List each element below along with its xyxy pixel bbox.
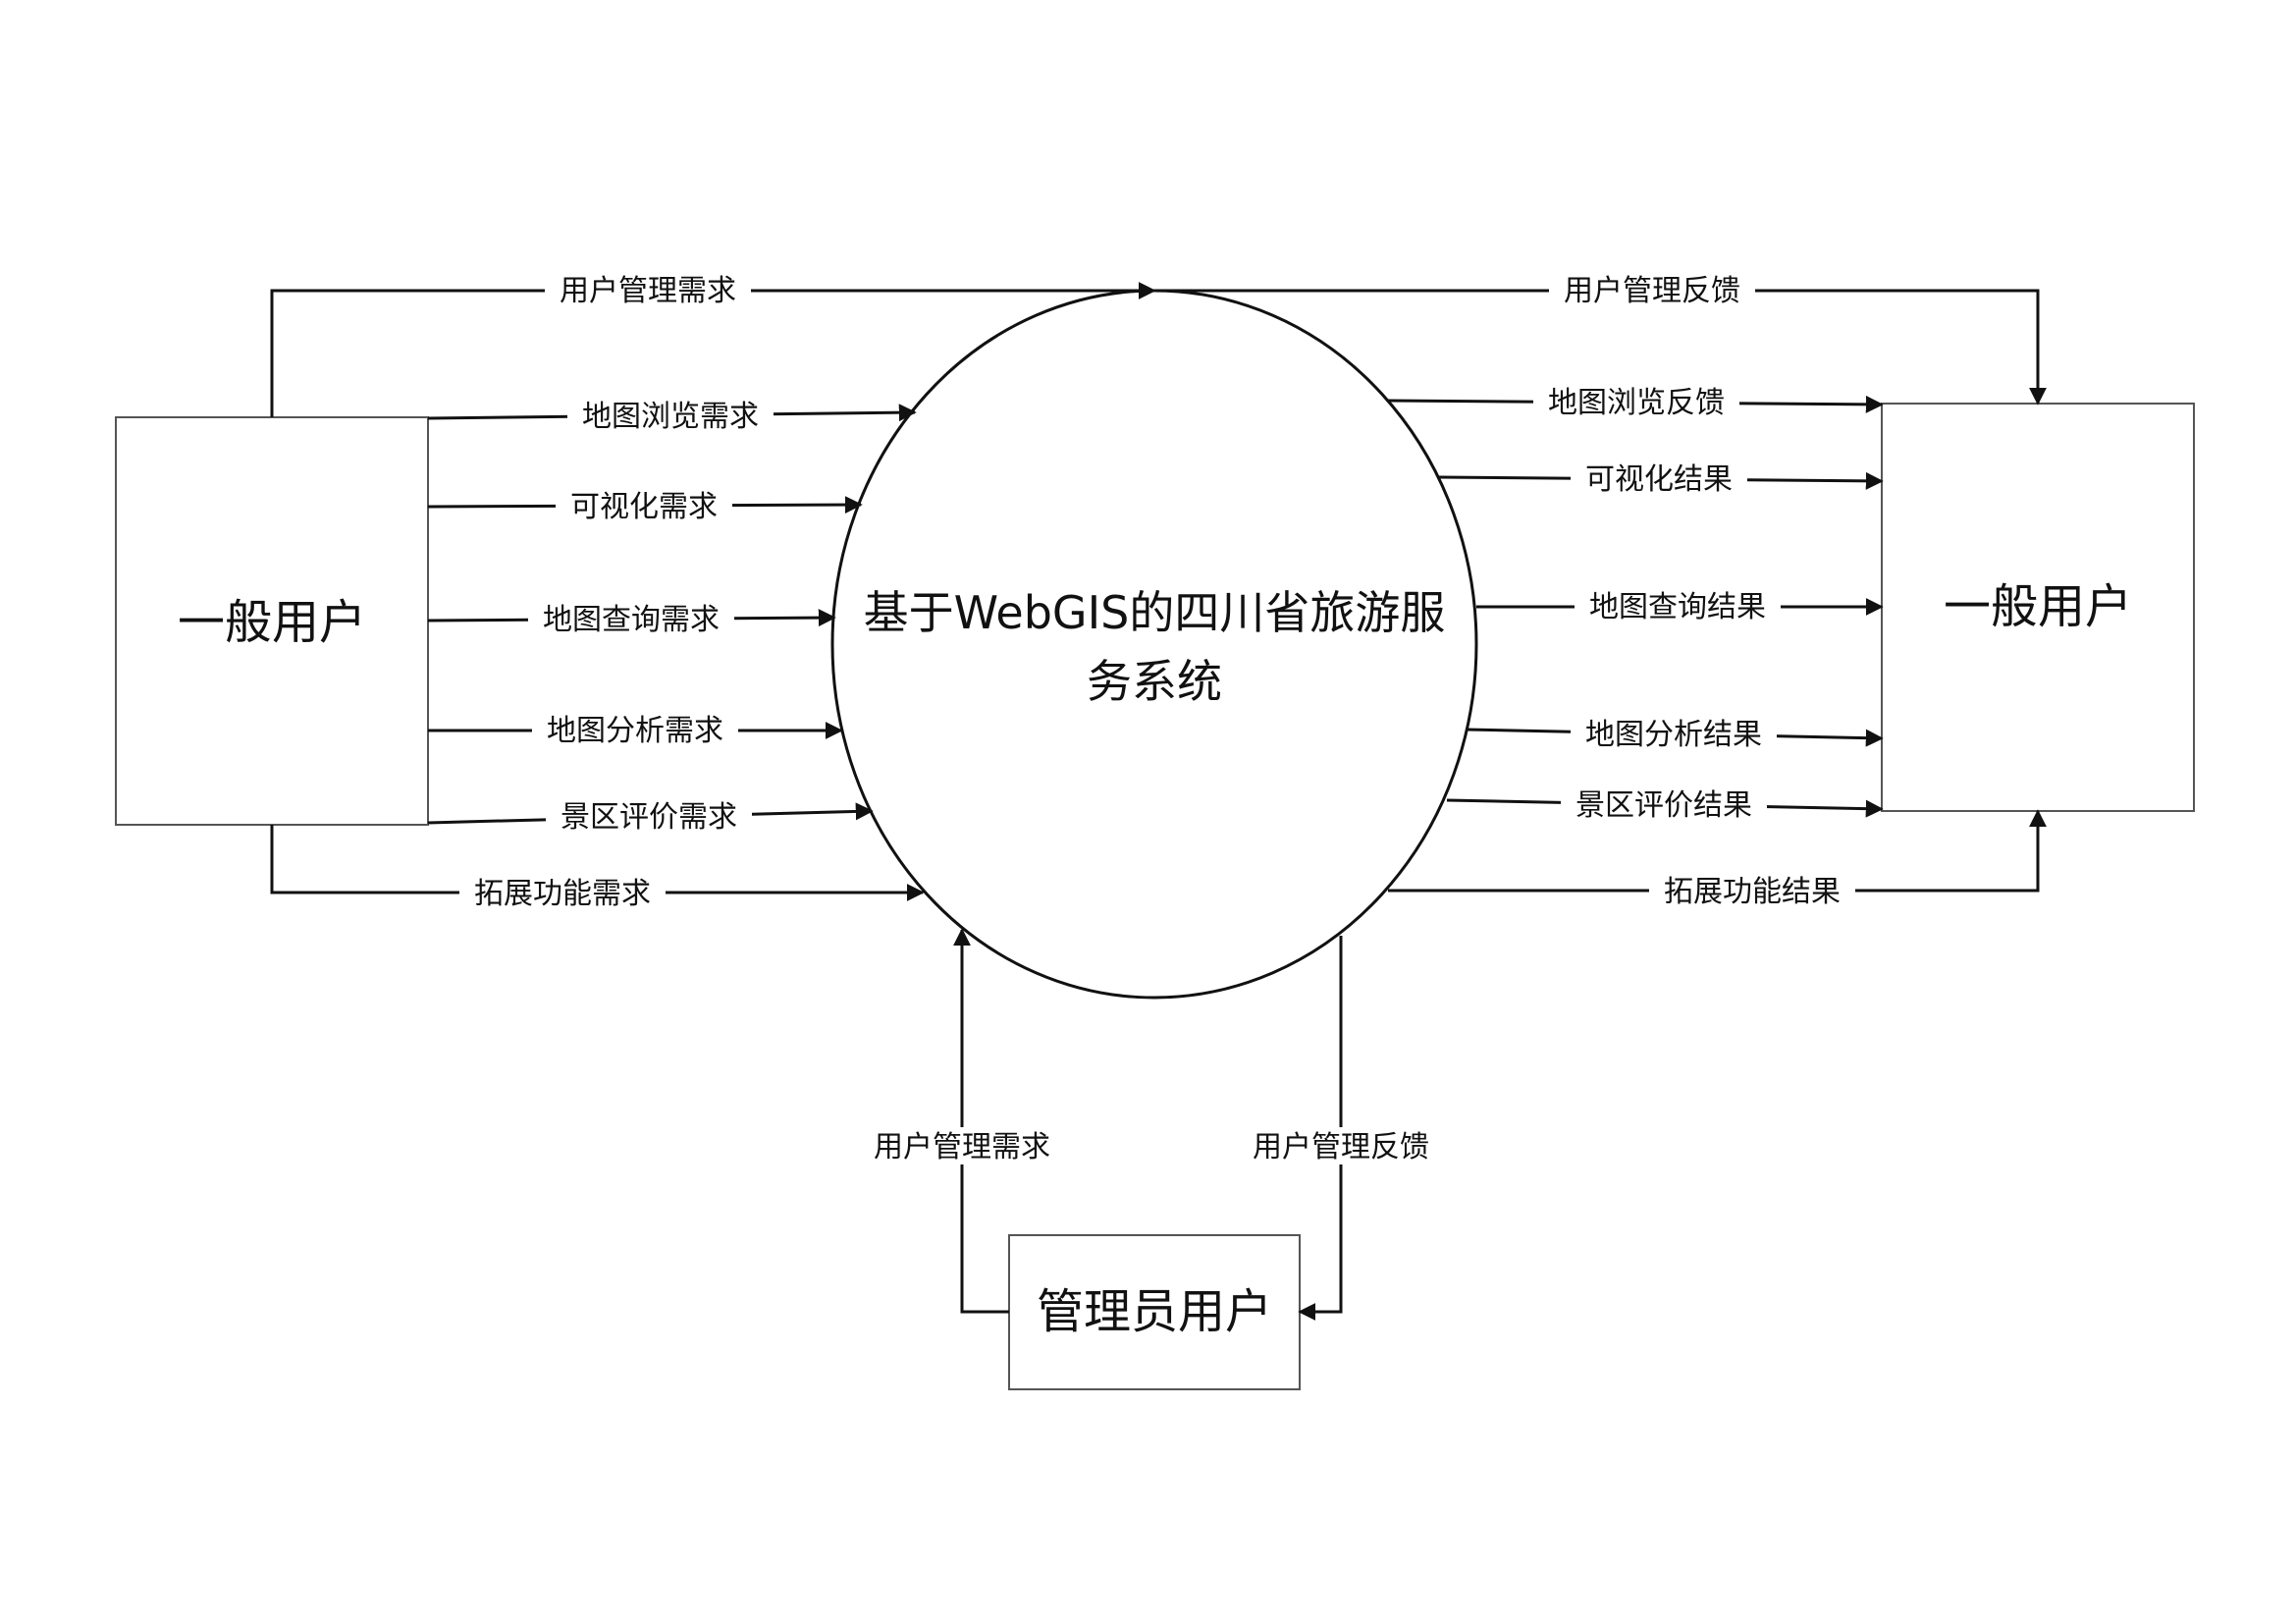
left-user-entity — [115, 416, 429, 826]
flow-label-in-map-analysis: 地图分析需求 — [547, 714, 723, 748]
flow-line-admin-req — [953, 928, 1009, 1314]
admin-user-label: 管理员用户 — [1037, 1284, 1272, 1339]
flow-line-in-user-mgmt — [270, 282, 1156, 417]
flow-label-admin-req: 用户管理需求 — [874, 1130, 1050, 1164]
flow-line-in-ext-func — [270, 825, 925, 901]
flow-label-in-scenic-eval: 景区评价需求 — [561, 800, 737, 835]
flow-line-out-ext-func — [1388, 809, 2047, 893]
flow-label-out-map-browse: 地图浏览反馈 — [1548, 386, 1725, 420]
flow-label-out-ext-func: 拓展功能结果 — [1664, 875, 1841, 909]
admin-user-entity — [1008, 1234, 1301, 1390]
left-user-label: 一般用户 — [178, 595, 366, 650]
right-user-label: 一般用户 — [1944, 579, 2132, 634]
system-process-circle — [830, 289, 1478, 1000]
flow-label-out-scenic-eval: 景区评价结果 — [1575, 788, 1752, 823]
flow-label-in-map-browse: 地图浏览需求 — [582, 400, 759, 434]
flow-label-out-visual: 可视化结果 — [1585, 462, 1733, 497]
flow-label-in-map-query: 地图查询需求 — [543, 603, 720, 637]
flow-line-out-user-mgmt — [1154, 289, 2047, 406]
flow-label-out-user-mgmt: 用户管理反馈 — [1564, 274, 1740, 308]
flow-label-admin-fb: 用户管理反馈 — [1253, 1130, 1429, 1164]
flow-label-out-map-query: 地图查询结果 — [1589, 590, 1766, 624]
right-user-entity — [1881, 403, 2195, 812]
process-title-line2: 务系统 — [1087, 655, 1222, 708]
flow-line-admin-fb — [1298, 936, 1343, 1321]
flow-label-in-visual: 可视化需求 — [570, 490, 718, 524]
flow-label-in-ext-func: 拓展功能需求 — [474, 877, 651, 911]
flow-label-in-user-mgmt: 用户管理需求 — [560, 274, 736, 308]
process-title-line1: 基于WebGIS的四川省旅游服 — [864, 586, 1446, 639]
flow-label-out-map-analysis: 地图分析结果 — [1585, 718, 1762, 752]
